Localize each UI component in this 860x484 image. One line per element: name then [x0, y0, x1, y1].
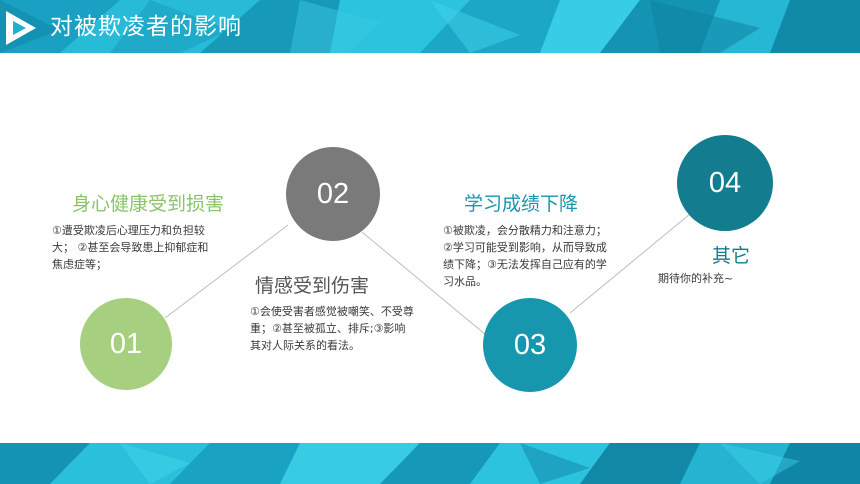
- page-title: 对被欺凌者的影响: [50, 14, 242, 40]
- desc-03: ①被欺凌，会分散精力和注意力；②学习可能受到影响，从而导致成绩下降；③无法发挥自…: [443, 224, 607, 288]
- heading-03: 学习成绩下降: [464, 193, 579, 215]
- circle-03-number: 03: [513, 329, 547, 361]
- heading-04: 其它: [712, 245, 751, 267]
- play-icon: [6, 11, 36, 45]
- heading-01: 身心健康受到损害: [72, 193, 225, 215]
- desc-01: ①遭受欺凌后心理压力和负担较大； ②甚至会导致患上抑郁症和焦虑症等；: [52, 224, 209, 271]
- header-banner: 对被欺凌者的影响: [0, 0, 860, 53]
- header-pattern: [0, 0, 860, 53]
- footer-banner: [0, 443, 860, 484]
- circle-02: 02: [286, 147, 380, 241]
- desc-02: ①会使受害者感觉被嘲笑、不受尊重；②甚至被孤立、排斥;③影响其对人际关系的看法。: [250, 305, 414, 352]
- circle-02-number: 02: [316, 178, 350, 210]
- circle-01-number: 01: [109, 328, 143, 360]
- desc-04: 期待你的补充~: [658, 272, 734, 285]
- heading-02: 情感受到伤害: [255, 275, 370, 297]
- circle-03: 03: [483, 298, 577, 392]
- circle-04: 04: [677, 135, 773, 231]
- circle-04-number: 04: [708, 167, 742, 199]
- footer-pattern: [0, 443, 860, 484]
- circle-01: 01: [80, 298, 172, 390]
